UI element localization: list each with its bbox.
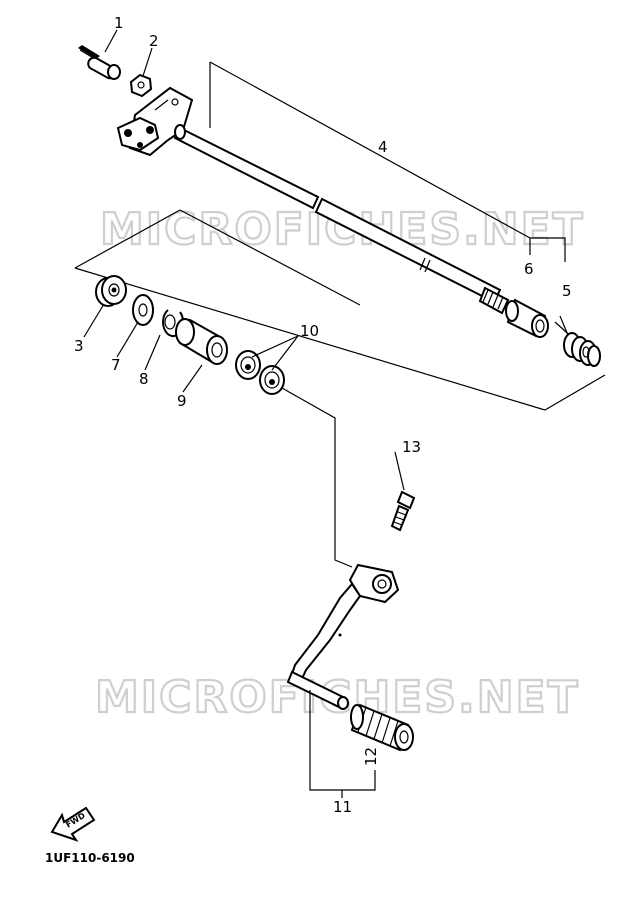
callout-9: 9 <box>177 392 187 410</box>
callout-5: 5 <box>562 282 572 300</box>
outline-bearing-group <box>74 209 606 411</box>
part-1-bolt <box>78 45 121 80</box>
part-3-seal <box>95 275 127 307</box>
callout-1: 1 <box>114 14 124 32</box>
callout-10: 10 <box>300 322 319 340</box>
callout-3: 3 <box>74 337 84 355</box>
shift-arm-assembly <box>116 86 194 157</box>
bracket-part-4 <box>209 61 566 262</box>
bracket-part-11 <box>309 690 376 798</box>
callout-6: 6 <box>524 260 534 278</box>
part-11-shift-pedal <box>286 563 400 710</box>
callout-2: 2 <box>149 32 159 50</box>
part-7-washer <box>132 294 154 326</box>
callouts: 1 2 3 4 5 6 7 8 9 10 11 12 13 <box>74 14 572 816</box>
callout-12: 12 <box>362 747 380 766</box>
leader-lines <box>83 29 405 491</box>
diagram-part-number: 1UF110-6190 <box>45 851 135 865</box>
part-10-bearing-left <box>235 350 261 380</box>
part-4-shift-shaft <box>173 124 510 315</box>
callout-13: 13 <box>402 438 421 456</box>
callout-4: 4 <box>378 138 388 156</box>
part-5-spring <box>554 315 601 367</box>
callout-11: 11 <box>333 798 352 816</box>
part-12-rubber <box>350 703 414 752</box>
part-2-nut <box>129 73 153 98</box>
part-6-collar <box>505 298 549 338</box>
fwd-arrow: FWD <box>50 806 96 842</box>
leader-lever <box>281 387 353 568</box>
part-10-bearing-right <box>259 365 285 395</box>
part-13-bolt <box>390 490 416 532</box>
part-9-sleeve <box>175 318 228 365</box>
callout-8: 8 <box>139 370 149 388</box>
callout-7: 7 <box>111 356 121 374</box>
